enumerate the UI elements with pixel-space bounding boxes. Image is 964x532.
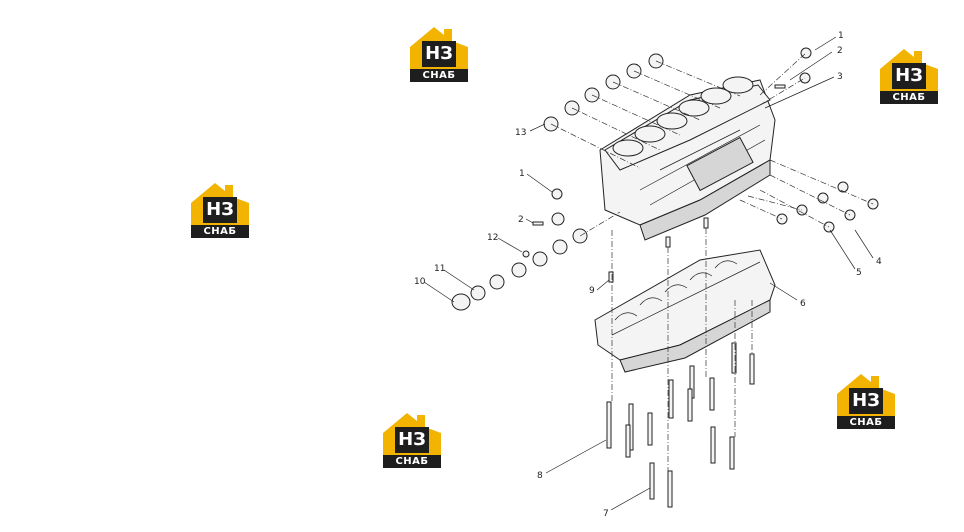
callout-label: 5 <box>856 268 862 278</box>
logo-caption: СНАБ <box>410 69 468 82</box>
callout-label: 2 <box>518 215 524 225</box>
callout-label: 13 <box>515 128 526 138</box>
callout-label: 10 <box>414 277 426 287</box>
callout-label: 12 <box>487 233 498 243</box>
logo-house-icon <box>191 183 249 225</box>
dowel-pin <box>703 217 709 229</box>
logo-house-icon <box>837 374 895 416</box>
leader-lines <box>423 36 874 511</box>
cylinder-block <box>599 76 776 241</box>
logo-mark-text: НЗ <box>398 429 426 450</box>
watermark-logo: НЗ СНАБ <box>189 181 251 241</box>
callout-label: 2 <box>837 46 843 56</box>
callout-label: 4 <box>876 257 882 267</box>
dowel-pin <box>608 271 614 283</box>
front-plugs <box>451 188 588 311</box>
watermark-logo: НЗ СНАБ <box>408 25 470 85</box>
logo-caption: СНАБ <box>880 91 938 104</box>
logo-mark-text: НЗ <box>206 199 234 220</box>
watermark-logo: НЗ СНАБ <box>878 47 940 107</box>
seal-ring-row <box>543 53 664 132</box>
callout-label: 9 <box>589 286 595 296</box>
logo-mark-text: НЗ <box>852 390 880 411</box>
logo-house-icon <box>383 413 441 455</box>
callout-label: 11 <box>434 264 445 274</box>
logo-caption: СНАБ <box>837 416 895 429</box>
logo-house-icon <box>880 49 938 91</box>
callout-label: 6 <box>800 299 806 309</box>
side-plugs <box>774 47 879 233</box>
logo-house-icon <box>410 27 468 69</box>
main-bearing-bolts <box>606 342 755 508</box>
callout-label: 8 <box>537 471 543 481</box>
alignment-lines <box>550 52 874 471</box>
callout-label: 1 <box>519 169 525 179</box>
crankcase-bedplate <box>594 249 776 373</box>
callout-label: 3 <box>837 72 843 82</box>
watermark-logo: НЗ СНАБ <box>381 411 443 471</box>
watermark-logo: НЗ СНАБ <box>835 372 897 432</box>
callout-label: 7 <box>603 509 609 519</box>
logo-mark-text: НЗ <box>895 65 923 86</box>
callout-label: 1 <box>838 31 844 41</box>
dowel-pin <box>665 236 671 248</box>
logo-caption: СНАБ <box>191 225 249 238</box>
logo-caption: СНАБ <box>383 455 441 468</box>
logo-mark-text: НЗ <box>425 43 453 64</box>
